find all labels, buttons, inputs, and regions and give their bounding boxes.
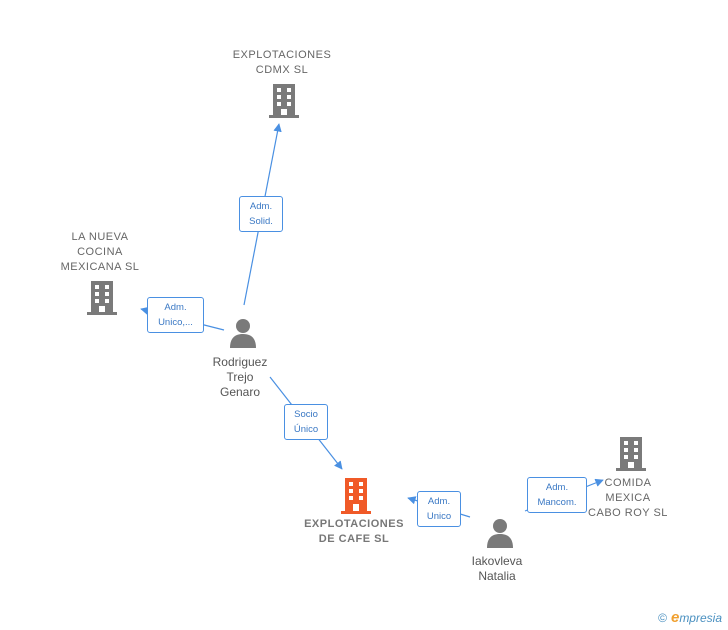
- person-label: Iakovleva Natalia: [471, 554, 523, 583]
- building-icon: [616, 437, 646, 471]
- node-explotaciones-de-cafe[interactable]: EXPLOTACIONES DE CAFE SL: [284, 517, 424, 547]
- node-iakovleva-natalia[interactable]: Iakovleva Natalia: [447, 554, 547, 584]
- company-label: EXPLOTACIONES DE CAFE SL: [304, 518, 404, 545]
- node-comida-mexica-cabo-roy[interactable]: COMIDA MEXICA CABO ROY SL: [578, 476, 678, 521]
- edge-label-adm-unico-truncated[interactable]: Adm. Unico,...: [147, 297, 204, 333]
- building-icon: [87, 281, 117, 315]
- node-explotaciones-cdmx[interactable]: EXPLOTACIONES CDMX SL: [212, 48, 352, 78]
- node-rodriguez-trejo-genaro[interactable]: Rodriguez Trejo Genaro: [190, 355, 290, 400]
- building-icon: [269, 84, 299, 118]
- footer-brand: © empresia: [658, 609, 722, 626]
- edge-label-adm-mancom[interactable]: Adm. Mancom.: [527, 477, 587, 513]
- company-label: EXPLOTACIONES CDMX SL: [232, 49, 332, 76]
- person-icon: [230, 319, 256, 348]
- edge-label-adm-unico[interactable]: Adm. Unico: [417, 491, 461, 527]
- node-la-nueva-cocina[interactable]: LA NUEVA COCINA MEXICANA SL: [40, 230, 160, 275]
- building-icon: [341, 478, 371, 514]
- person-label: Rodriguez Trejo Genaro: [212, 355, 268, 399]
- company-label: LA NUEVA COCINA MEXICANA SL: [60, 231, 140, 273]
- brand-logo-letter: e: [670, 609, 680, 626]
- edge-label-adm-solid[interactable]: Adm. Solid.: [239, 196, 283, 232]
- person-icon: [487, 519, 513, 548]
- brand-name: mpresia: [679, 611, 722, 625]
- edge-label-socio-unico[interactable]: Socio Único: [284, 404, 328, 440]
- company-label: COMIDA MEXICA CABO ROY SL: [588, 477, 668, 519]
- copyright-icon: ©: [658, 610, 667, 625]
